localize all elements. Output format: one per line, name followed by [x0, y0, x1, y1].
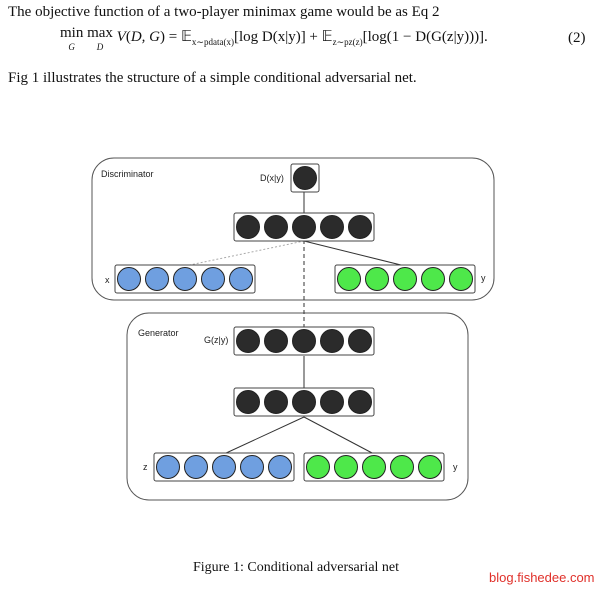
d-output-label: D(x|y)	[260, 173, 284, 183]
neuron-layers	[114, 163, 476, 482]
d-output-layer	[290, 163, 320, 193]
neuron	[390, 455, 414, 479]
neuron	[201, 267, 225, 291]
z-label: z	[143, 462, 148, 472]
g-output-label: G(z|y)	[204, 335, 228, 345]
eq-term1-sub: x∼pdata(x)	[191, 37, 234, 47]
neuron	[264, 215, 288, 239]
gen-hidden-layer	[233, 387, 375, 417]
edge-y-to-hidden	[303, 240, 406, 267]
neuron	[173, 267, 197, 291]
g-output-layer	[233, 326, 375, 356]
eq-term2-sub: z∼pz(z)	[332, 37, 363, 47]
neuron	[212, 455, 236, 479]
neuron	[306, 455, 330, 479]
eq-under-min: G	[68, 42, 75, 52]
x-label: x	[105, 275, 110, 285]
neuron	[292, 329, 316, 353]
neuron	[293, 166, 317, 190]
neuron	[229, 267, 253, 291]
neuron	[320, 215, 344, 239]
y-input-layer-gen	[303, 452, 445, 482]
y-input-layer-disc	[334, 264, 476, 294]
eq-term1: [log D(x|y)] +	[233, 29, 322, 45]
neuron	[334, 455, 358, 479]
y-label-gen: y	[453, 462, 458, 472]
neuron	[236, 215, 260, 239]
x-input-layer	[114, 264, 256, 294]
edge-z-to-genhidden	[223, 416, 305, 455]
edge-ygen-to-genhidden	[303, 416, 375, 455]
z-input-layer	[153, 452, 295, 482]
discriminator-label: Discriminator	[101, 169, 154, 179]
edge-x-to-hidden	[184, 240, 305, 267]
paragraph-figure-intro: Fig 1 illustrates the structure of a sim…	[8, 70, 417, 86]
neuron	[362, 455, 386, 479]
watermark: blog.fishedee.com	[489, 570, 595, 585]
neuron	[348, 390, 372, 414]
edges	[184, 192, 406, 455]
neuron	[337, 267, 361, 291]
neuron	[320, 390, 344, 414]
generator-box	[126, 312, 469, 501]
equation-number: (2)	[568, 30, 586, 46]
eq-body: V(D, G) = 𝔼x∼pdata(x)[log D(x|y)] + 𝔼z∼p…	[116, 29, 488, 47]
y-label-disc: y	[481, 273, 486, 283]
neuron	[292, 390, 316, 414]
neuron	[348, 215, 372, 239]
neuron	[421, 267, 445, 291]
paragraph-objective: The objective function of a two-player m…	[8, 4, 440, 20]
neuron	[348, 329, 372, 353]
neuron	[449, 267, 473, 291]
eq-under-max: D	[96, 42, 104, 52]
neuron	[365, 267, 389, 291]
generator-label: Generator	[138, 328, 179, 338]
neuron	[268, 455, 292, 479]
neuron	[292, 215, 316, 239]
eq-term2: [log(1 − D(G(z|y)))].	[362, 29, 488, 45]
figure-caption: Figure 1: Conditional adversarial net	[192, 560, 400, 575]
neuron	[320, 329, 344, 353]
neuron	[156, 455, 180, 479]
neuron	[393, 267, 417, 291]
neuron	[145, 267, 169, 291]
neuron	[264, 390, 288, 414]
neuron	[184, 455, 208, 479]
neuron	[236, 329, 260, 353]
discriminator-box	[91, 157, 495, 301]
neuron	[264, 329, 288, 353]
neuron	[236, 390, 260, 414]
neuron	[117, 267, 141, 291]
disc-hidden-layer	[233, 212, 375, 242]
neuron	[418, 455, 442, 479]
neuron	[240, 455, 264, 479]
